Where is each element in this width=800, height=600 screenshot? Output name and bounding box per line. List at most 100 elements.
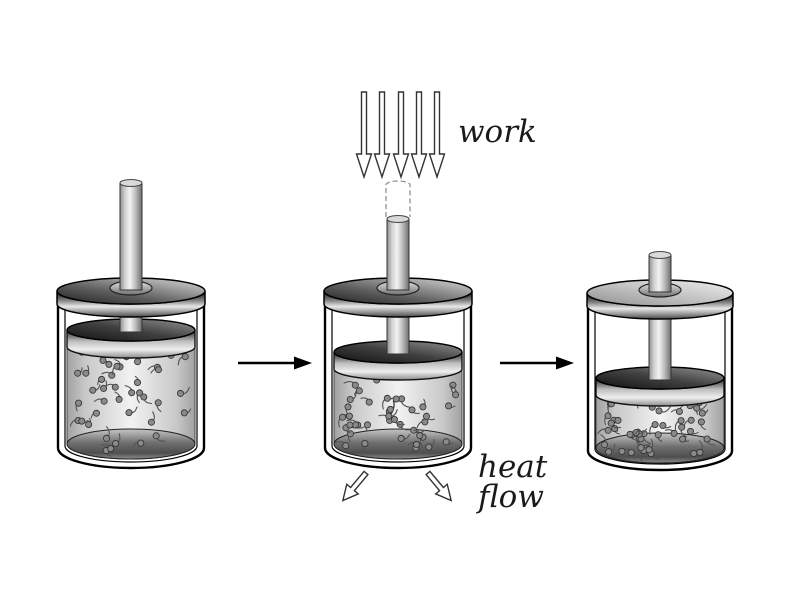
stage-3-cylinder bbox=[586, 251, 734, 472]
gas-molecule bbox=[181, 353, 189, 361]
gas-molecule bbox=[100, 384, 108, 392]
gas-molecule bbox=[397, 434, 405, 442]
gas-molecule bbox=[697, 418, 705, 426]
work-arrows bbox=[355, 91, 446, 180]
transition-arrow-2 bbox=[500, 356, 574, 370]
gas-molecule bbox=[133, 378, 141, 386]
ghost-rod-outline bbox=[385, 180, 411, 217]
work-label: work bbox=[458, 114, 537, 150]
work-arrow-icon bbox=[373, 91, 391, 180]
gas-molecule bbox=[75, 399, 83, 407]
gas-bottom-surface bbox=[333, 428, 463, 460]
gas-molecule bbox=[100, 397, 108, 405]
gas-bottom-surface bbox=[66, 428, 196, 460]
gas-molecule bbox=[605, 448, 613, 456]
gas-molecule bbox=[425, 443, 433, 451]
gas-molecule bbox=[690, 449, 698, 457]
transition-arrow-1 bbox=[238, 356, 312, 370]
heat-flow-arrow-right-icon bbox=[425, 470, 453, 502]
gas-molecule bbox=[112, 439, 120, 447]
gas-molecule bbox=[696, 448, 704, 456]
gas-molecule bbox=[408, 406, 416, 414]
gas-molecule bbox=[385, 412, 393, 420]
heat-flow-arrow-left-icon bbox=[341, 470, 369, 502]
work-arrow-icon bbox=[355, 91, 373, 180]
gas-molecule bbox=[654, 431, 662, 439]
gas-molecule bbox=[107, 445, 115, 453]
gas-molecule bbox=[452, 391, 460, 399]
gas-molecule bbox=[140, 393, 148, 401]
gas-molecule bbox=[607, 419, 615, 427]
gas-molecule bbox=[687, 416, 695, 424]
gas-molecule bbox=[614, 416, 622, 424]
gas-molecules-2 bbox=[334, 370, 460, 455]
gas-molecule bbox=[355, 387, 363, 395]
gas-molecule bbox=[342, 442, 350, 450]
gas-molecule bbox=[412, 440, 420, 448]
gas-molecule bbox=[655, 407, 663, 415]
gas-molecule bbox=[703, 435, 711, 443]
container-inner-wall bbox=[64, 305, 198, 463]
gas-molecule bbox=[659, 421, 667, 429]
gas-molecule bbox=[678, 423, 686, 431]
gas-molecule bbox=[679, 435, 687, 443]
gas-molecule bbox=[345, 412, 353, 420]
gas-molecule bbox=[637, 444, 645, 452]
gas-molecule bbox=[92, 409, 100, 417]
gas-molecule bbox=[137, 439, 145, 447]
gas-molecule bbox=[604, 426, 612, 434]
piston-rod bbox=[119, 182, 143, 291]
gas-molecule bbox=[134, 358, 142, 366]
gas-molecule bbox=[85, 420, 93, 428]
gas-molecule bbox=[670, 429, 678, 437]
gas-molecule bbox=[89, 386, 97, 394]
gas-molecule bbox=[351, 381, 359, 389]
piston-rod bbox=[648, 254, 672, 293]
piston-rod-cap bbox=[648, 251, 672, 259]
gas-molecule bbox=[363, 421, 371, 429]
gas-molecule bbox=[180, 409, 188, 417]
piston-rod-cap bbox=[119, 179, 143, 187]
gas-molecule bbox=[105, 360, 113, 368]
gas-molecule bbox=[651, 421, 659, 429]
gas-molecule bbox=[604, 412, 612, 420]
gas-molecule bbox=[74, 369, 82, 377]
gas-molecule bbox=[675, 407, 683, 415]
gas-molecule bbox=[361, 439, 369, 447]
piston-rod-cap bbox=[386, 215, 410, 223]
heat-flow-label-line2: flow bbox=[476, 479, 544, 515]
gas-molecule bbox=[344, 403, 352, 411]
gas-molecule bbox=[346, 421, 354, 429]
gas-molecule bbox=[601, 441, 609, 449]
work-arrow-icon bbox=[428, 91, 446, 180]
gas-molecule bbox=[154, 366, 162, 374]
gas-molecule bbox=[618, 447, 626, 455]
gas-molecule bbox=[698, 409, 706, 417]
gas-molecule bbox=[103, 434, 111, 442]
gas-molecule bbox=[111, 383, 119, 391]
gas-molecule bbox=[693, 404, 701, 412]
gas-molecule bbox=[422, 412, 430, 420]
gas-molecule bbox=[416, 431, 424, 439]
gas-molecule bbox=[677, 417, 685, 425]
gas-molecule bbox=[125, 409, 133, 417]
gas-molecule bbox=[98, 375, 106, 383]
gas-molecule bbox=[152, 432, 160, 440]
gas-molecule bbox=[82, 369, 90, 377]
gas-molecule bbox=[99, 356, 107, 364]
gas-molecule bbox=[108, 371, 116, 379]
gas-molecule bbox=[383, 394, 391, 402]
gas-molecule bbox=[419, 403, 427, 411]
gas-molecule bbox=[346, 395, 354, 403]
container-inner-wall bbox=[594, 307, 726, 465]
gas-molecule bbox=[154, 399, 162, 407]
gas-molecule bbox=[392, 395, 400, 403]
gas-molecule bbox=[645, 446, 653, 454]
piston-rod bbox=[386, 218, 410, 291]
gas-molecule bbox=[113, 362, 121, 370]
gas-molecule bbox=[147, 418, 155, 426]
gas-molecule bbox=[78, 417, 86, 425]
gas-molecule bbox=[386, 405, 394, 413]
container-inner-wall bbox=[331, 305, 465, 463]
